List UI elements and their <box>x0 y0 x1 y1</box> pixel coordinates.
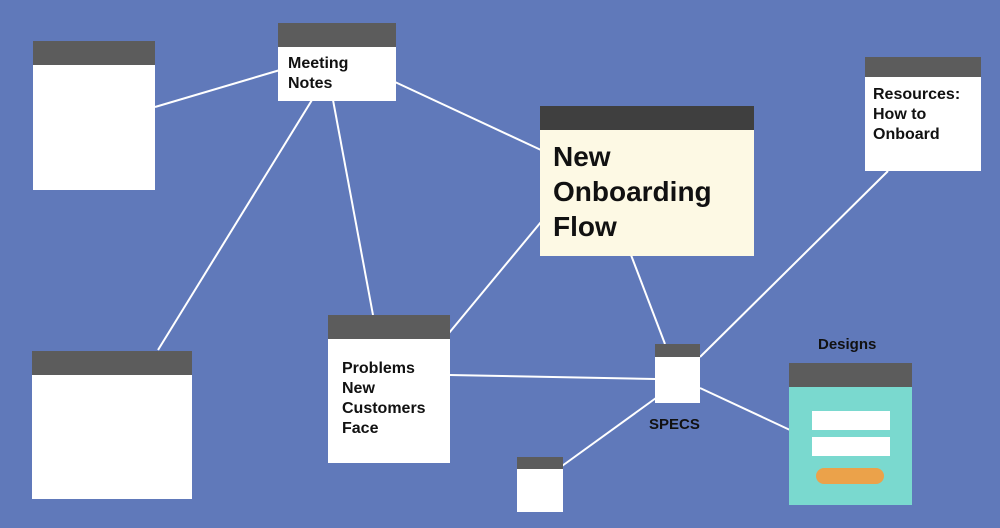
small-card-bottom[interactable] <box>517 457 563 512</box>
meeting-notes-card[interactable]: Meeting Notes <box>278 23 396 101</box>
specs-label: SPECS <box>649 416 700 433</box>
blank-card-bottom-left[interactable] <box>32 351 192 499</box>
edge-specs-small-bottom <box>561 397 657 467</box>
new-onboarding-flow-label: New Onboarding Flow <box>553 141 712 242</box>
card-header <box>33 41 155 65</box>
card-header <box>517 457 563 469</box>
card-header <box>32 351 192 375</box>
edge-meeting-notes-problems <box>332 99 374 316</box>
edge-resources-specs <box>699 170 889 358</box>
card-header <box>540 106 754 130</box>
card-header <box>865 57 981 77</box>
card-header <box>328 315 450 339</box>
edge-specs-designs <box>699 387 791 431</box>
edge-new-onboarding-flow-problems <box>448 221 542 334</box>
card-header <box>278 23 396 47</box>
card-header <box>655 344 700 357</box>
edge-problems-specs <box>448 374 656 380</box>
card-header <box>789 363 912 387</box>
mock-submit-button <box>816 468 884 484</box>
mock-input-field <box>812 411 890 430</box>
edge-new-onboarding-flow-specs <box>630 254 666 345</box>
specs-card[interactable] <box>655 344 700 403</box>
designs-card[interactable] <box>789 363 912 505</box>
edge-meeting-notes-new-onboarding-flow <box>394 81 542 151</box>
resources-card[interactable]: Resources: How to Onboard <box>865 57 981 171</box>
resources-label: Resources: How to Onboard <box>873 86 961 143</box>
designs-label: Designs <box>818 336 877 353</box>
blank-card-top-left[interactable] <box>33 41 155 190</box>
mock-input-field <box>812 437 890 456</box>
edge-meeting-notes-blank-bottom-left <box>157 99 313 351</box>
edge-blank-top-left-meeting-notes <box>154 69 281 108</box>
problems-label: Problems New Customers Face <box>342 360 426 437</box>
meeting-notes-label: Meeting Notes <box>288 55 349 92</box>
new-onboarding-flow-card[interactable]: New Onboarding Flow <box>540 106 754 256</box>
problems-card[interactable]: Problems New Customers Face <box>328 315 450 463</box>
